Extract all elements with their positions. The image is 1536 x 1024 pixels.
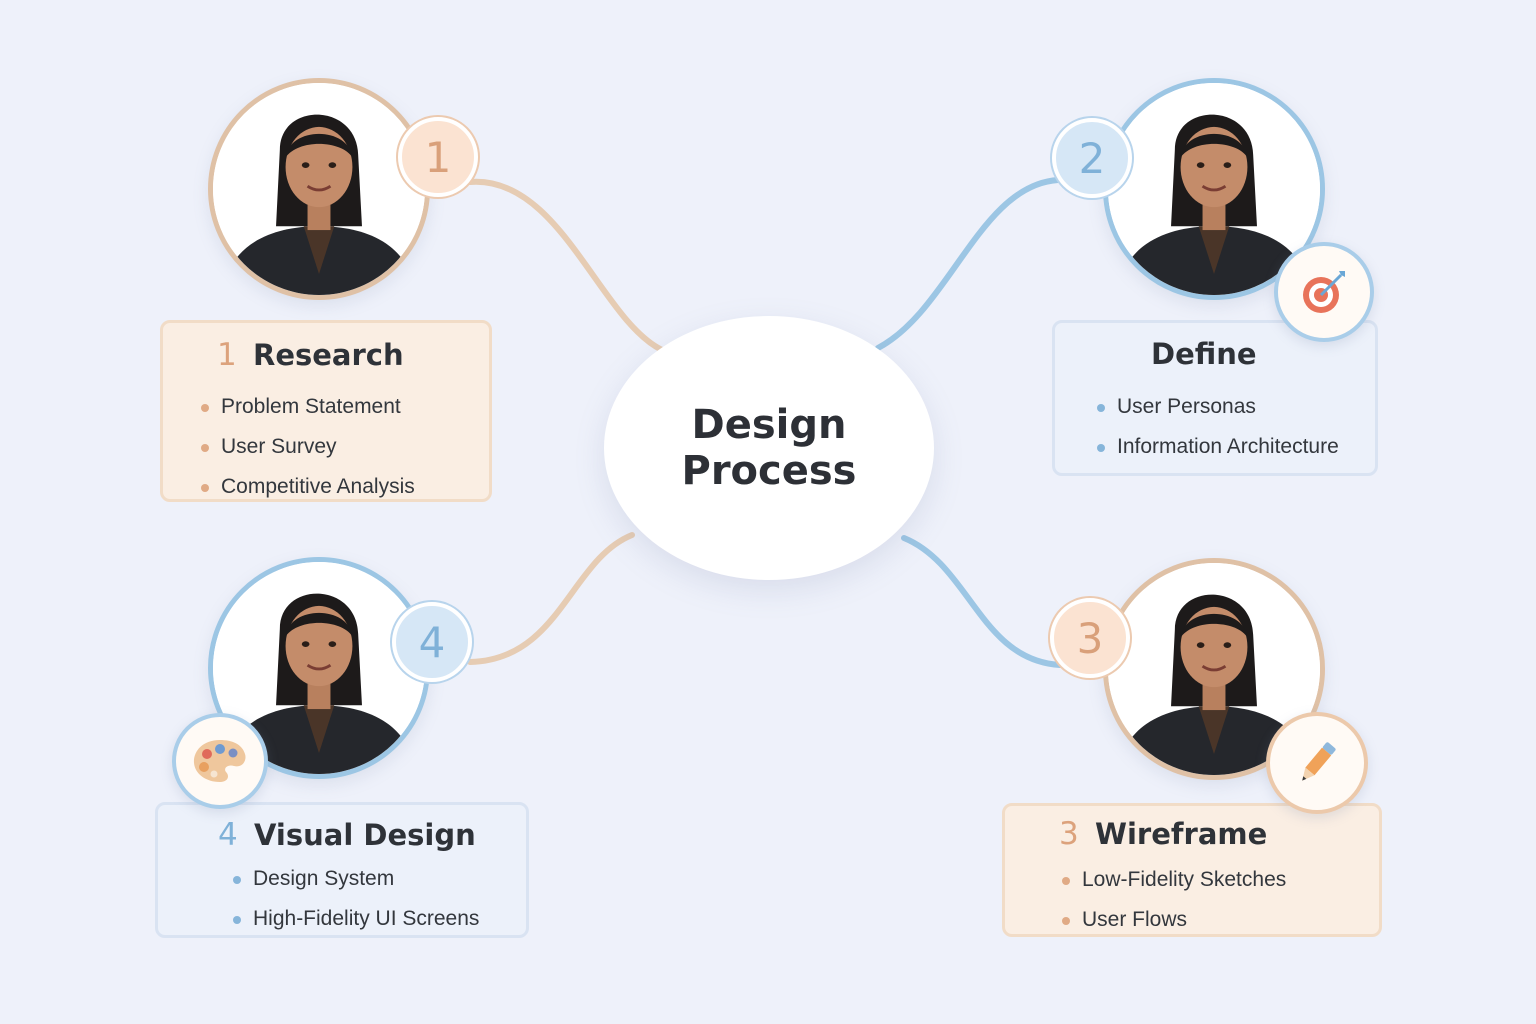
list-item: Problem Statement: [201, 387, 469, 427]
pencil-icon: [1266, 712, 1368, 814]
list-item: Low-Fidelity Sketches: [1062, 860, 1359, 900]
connector-research: [470, 182, 662, 350]
card-number: 1: [217, 337, 239, 373]
connector-define: [878, 180, 1058, 348]
step-number-badge-research: 1: [398, 117, 478, 197]
hub-node: Design Process: [604, 316, 934, 580]
step-card-define: Define User Personas Information Archite…: [1052, 320, 1378, 476]
step-number-badge-wireframe: 3: [1050, 598, 1130, 678]
list-item: User Personas: [1097, 387, 1355, 427]
card-title: Wireframe: [1095, 817, 1267, 851]
step-card-visual-design: 4 Visual Design Design System High-Fidel…: [155, 802, 529, 938]
hub-title: Design Process: [669, 402, 869, 494]
card-title: Research: [253, 338, 404, 372]
list-item: User Survey: [201, 427, 469, 467]
step-number-badge-define: 2: [1052, 118, 1132, 198]
card-number: 4: [218, 817, 240, 853]
card-title: Visual Design: [254, 818, 476, 852]
list-item: High-Fidelity UI Screens: [233, 899, 506, 939]
step-card-wireframe: 3 Wireframe Low-Fidelity Sketches User F…: [1002, 803, 1382, 937]
card-number: 3: [1059, 816, 1081, 852]
target-icon: [1274, 242, 1374, 342]
connector-wireframe: [904, 538, 1060, 665]
card-title: Define: [1151, 337, 1257, 371]
list-item: User Flows: [1062, 900, 1359, 940]
step-number-badge-visual-design: 4: [392, 602, 472, 682]
connector-visual-design: [470, 535, 632, 662]
step-card-research: 1 Research Problem Statement User Survey…: [160, 320, 492, 502]
avatar-research: [208, 78, 430, 300]
palette-icon: [172, 713, 268, 809]
list-item: Competitive Analysis: [201, 467, 469, 507]
list-item: Information Architecture: [1097, 427, 1355, 467]
list-item: Design System: [233, 859, 506, 899]
